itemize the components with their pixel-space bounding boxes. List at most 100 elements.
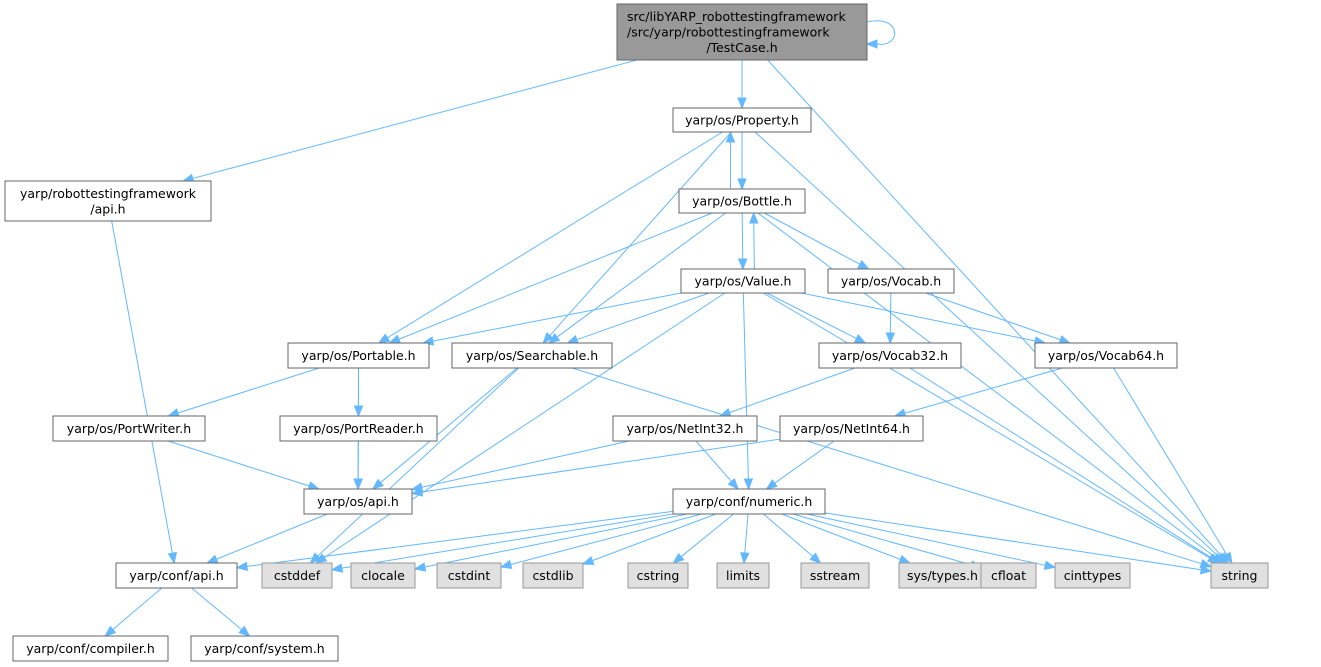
edge-line (387, 131, 723, 339)
arrowhead-icon (235, 561, 249, 572)
node-label: cstdlib (532, 568, 573, 583)
node-searchable[interactable]: yarp/os/Searchable.h (451, 342, 613, 369)
node-box (12, 635, 169, 662)
node-box (451, 342, 613, 369)
node-label: yarp/conf/api.h (129, 568, 223, 583)
edge-vocab-to-vocab32 (885, 292, 896, 345)
edge-searchable-to-string (572, 367, 1213, 569)
arrowhead-icon (499, 559, 513, 569)
edge-line (556, 212, 726, 338)
node-vocab[interactable]: yarp/os/Vocab.h (827, 268, 955, 294)
node-vocab32[interactable]: yarp/os/Vocab32.h (818, 342, 962, 369)
node-confapi[interactable]: yarp/conf/api.h (115, 562, 238, 589)
edge-line (729, 367, 856, 414)
edge-netint64-to-numeric (765, 440, 835, 490)
node-box (898, 562, 987, 589)
arrowhead-icon (330, 563, 344, 573)
edge-numeric-to-cinttypes (806, 513, 1057, 570)
edge-line (889, 292, 892, 334)
edge-line (767, 59, 1222, 556)
node-box (1034, 342, 1178, 369)
node-rtfapi[interactable]: yarp/robottestingframework/api.h (4, 180, 212, 222)
node-layer: src/libYARP_robottestingframework/src/ya… (4, 3, 1269, 662)
edge-line (754, 131, 1219, 557)
node-cinttypes: cinttypes (1054, 562, 1131, 589)
node-portwriter[interactable]: yarp/os/PortWriter.h (52, 415, 206, 442)
node-box (779, 415, 924, 442)
edge-line (111, 220, 173, 554)
edge-line (781, 513, 901, 560)
arrowhead-icon (1199, 564, 1213, 575)
node-box (190, 635, 339, 662)
arrowhead-icon (581, 556, 595, 565)
arrowhead-icon (1043, 560, 1057, 570)
edge-line (753, 222, 755, 270)
node-box (672, 488, 826, 515)
edge-line (757, 212, 1216, 558)
node-label: yarp/os/NetInt64.h (793, 421, 910, 436)
edge-vocab-to-vocab64 (925, 292, 1072, 345)
arrowhead-icon (737, 97, 747, 110)
edge-line (909, 367, 1212, 559)
arrowhead-icon (388, 334, 402, 344)
edge-numeric-to-cstring (672, 513, 734, 564)
node-portable[interactable]: yarp/os/Portable.h (287, 342, 430, 369)
node-vocab64[interactable]: yarp/os/Vocab64.h (1034, 342, 1178, 369)
arrowhead-icon (672, 552, 685, 564)
node-sstream: sstream (800, 562, 870, 589)
edge-line (432, 292, 682, 342)
node-osapi[interactable]: yarp/os/api.h (303, 488, 413, 515)
node-compiler[interactable]: yarp/conf/compiler.h (12, 635, 169, 662)
node-netint64[interactable]: yarp/os/NetInt64.h (779, 415, 924, 442)
arrowhead-icon (410, 487, 424, 497)
edge-line (695, 440, 732, 482)
node-system[interactable]: yarp/conf/system.h (190, 635, 339, 662)
node-value[interactable]: yarp/os/Value.h (680, 268, 806, 294)
edge-osapi-to-confapi (205, 513, 328, 564)
arrowhead-icon (542, 332, 554, 345)
arrowhead-icon (377, 333, 391, 344)
node-cfloat: cfloat (980, 562, 1037, 589)
edge-line (572, 367, 1202, 565)
arrowhead-icon (1058, 335, 1072, 345)
edge-numeric-to-confapi (235, 510, 674, 572)
edge-line (168, 440, 310, 487)
node-label: yarp/os/Bottle.h (692, 194, 792, 209)
node-testcase[interactable]: src/libYARP_robottestingframework/src/ya… (616, 3, 868, 61)
edge-searchable-to-cstddef (309, 367, 519, 564)
edge-bottle-to-string (757, 212, 1224, 564)
node-box (672, 107, 812, 133)
arrowhead-icon (737, 258, 748, 271)
arrowhead-icon (898, 554, 912, 564)
arrowhead-icon (205, 554, 219, 564)
arrowhead-icon (1222, 551, 1233, 565)
node-property[interactable]: yarp/os/Property.h (672, 107, 812, 133)
node-label: sstream (810, 568, 860, 583)
edge-testcase-to-testcase (865, 20, 895, 49)
arrowhead-icon (885, 332, 896, 345)
node-box (680, 268, 806, 294)
edge-confapi-to-compiler (104, 587, 163, 637)
edge-value-to-searchable (566, 292, 710, 344)
edge-line (216, 513, 328, 560)
edge-vocab32-to-string (909, 367, 1221, 564)
node-portreader[interactable]: yarp/os/PortReader.h (279, 415, 438, 442)
node-netint32[interactable]: yarp/os/NetInt32.h (612, 415, 758, 442)
node-numeric[interactable]: yarp/conf/numeric.h (672, 488, 826, 515)
node-box (980, 562, 1037, 589)
arrowhead-icon (737, 178, 747, 191)
arrowhead-icon (740, 552, 750, 565)
arrowhead-icon (566, 335, 579, 344)
node-label: /src/yarp/robottestingframework (627, 25, 830, 40)
edge-line (192, 59, 638, 179)
edge-line (792, 513, 972, 566)
node-bottle[interactable]: yarp/os/Bottle.h (678, 188, 806, 214)
edge-numeric-to-limits (740, 513, 750, 565)
node-box (287, 342, 430, 369)
edge-line (398, 212, 713, 340)
node-box (522, 562, 584, 589)
node-box (350, 562, 416, 589)
edge-line (763, 513, 814, 557)
node-box (800, 562, 870, 589)
